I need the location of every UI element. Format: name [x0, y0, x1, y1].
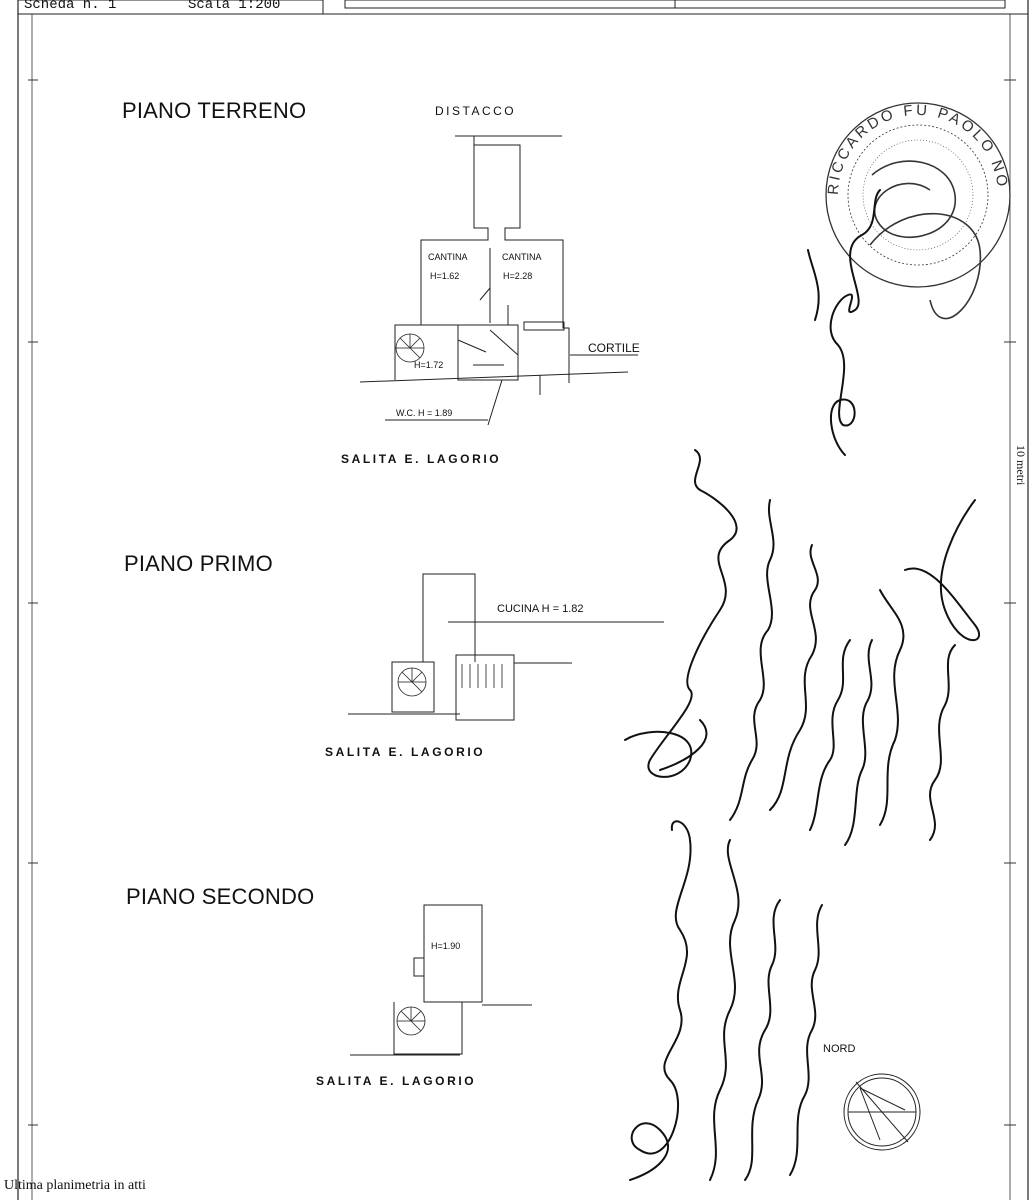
spiral-stair-icon	[395, 333, 425, 363]
scale-label: Scala 1:200	[188, 0, 281, 13]
kitchen-label: CUCINA H = 1.82	[497, 603, 584, 615]
second-room-height: H=1.90	[431, 941, 461, 951]
first-street-label: SALITA E. LAGORIO	[325, 745, 486, 759]
first-floor-title: PIANO PRIMO	[124, 551, 273, 576]
wc-label: W.C. H = 1.89	[396, 408, 453, 418]
cellar-right-height: H=2.28	[503, 271, 533, 281]
stair-height-label: H=1.72	[414, 360, 444, 370]
north-label: NORD	[823, 1043, 856, 1055]
ground-street-label: SALITA E. LAGORIO	[341, 452, 502, 466]
sheet-number: Scheda n. 1	[24, 0, 117, 13]
spiral-stair-icon	[397, 667, 427, 697]
courtyard-label: CORTILE	[588, 341, 640, 355]
spiral-stair-icon	[396, 1006, 426, 1036]
second-floor-title: PIANO SECONDO	[126, 884, 315, 909]
cellar-right-label: CANTINA	[502, 252, 542, 262]
distacco-label: DISTACCO	[435, 104, 517, 118]
cellar-left-height: H=1.62	[430, 271, 460, 281]
second-street-label: SALITA E. LAGORIO	[316, 1074, 477, 1088]
ground-floor-title: PIANO TERRENO	[122, 98, 307, 123]
side-scale-label: 10 metri	[1014, 445, 1028, 486]
cellar-left-label: CANTINA	[428, 252, 468, 262]
footer-note: Ultima planimetria in atti	[4, 1178, 146, 1193]
